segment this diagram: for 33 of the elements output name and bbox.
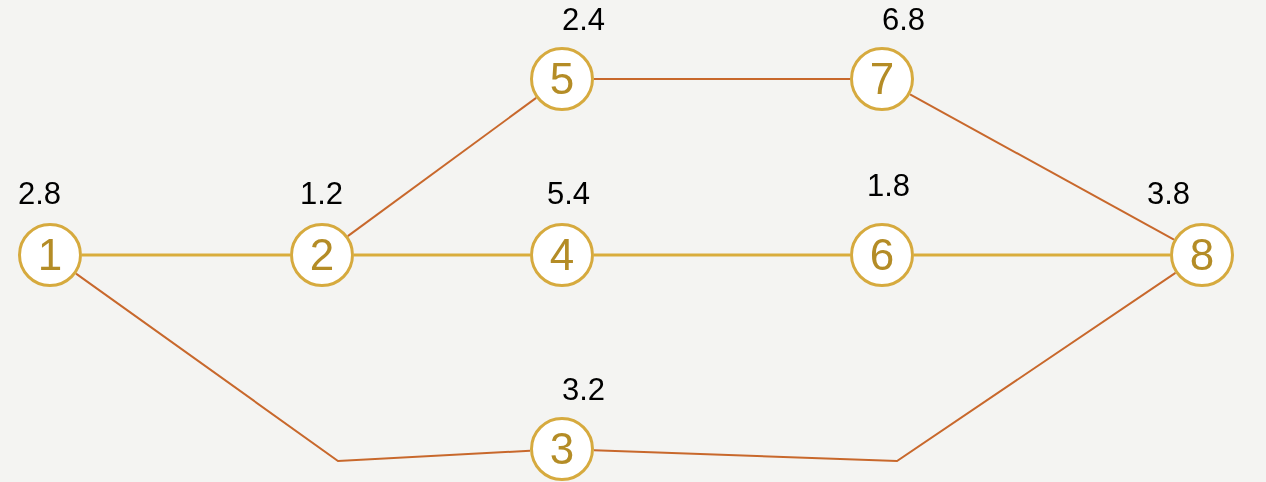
connector-line xyxy=(594,253,850,257)
node-circle xyxy=(1170,223,1234,287)
duration-label: 2.8 xyxy=(18,178,62,209)
connector-line xyxy=(354,253,530,257)
connector-line xyxy=(593,78,851,80)
node-number: 6 xyxy=(869,233,895,277)
connector-line xyxy=(346,96,538,238)
node-number: 3 xyxy=(549,427,575,471)
node-circle xyxy=(850,47,914,111)
node-circle xyxy=(850,223,914,287)
duration-label: 6.8 xyxy=(882,4,926,35)
connector-line xyxy=(593,271,1177,462)
node-circle xyxy=(290,223,354,287)
connector-line xyxy=(909,93,1175,241)
connector-line xyxy=(82,253,290,257)
node-number: 7 xyxy=(869,57,895,101)
duration-label: 1.8 xyxy=(867,170,911,201)
duration-label: 2.4 xyxy=(562,4,606,35)
node-number: 2 xyxy=(309,233,335,277)
node-number: 1 xyxy=(37,233,63,277)
duration-label: 1.2 xyxy=(300,178,344,209)
node-circle xyxy=(530,223,594,287)
node-circle xyxy=(530,417,594,481)
duration-label: 3.2 xyxy=(562,374,606,405)
node-number: 8 xyxy=(1189,233,1215,277)
duration-label: 5.4 xyxy=(547,178,591,209)
duration-label: 3.8 xyxy=(1147,178,1191,209)
node-circle xyxy=(530,47,594,111)
connector-line xyxy=(75,272,532,462)
node-circle xyxy=(18,223,82,287)
node-number: 4 xyxy=(549,233,575,277)
node-number: 5 xyxy=(549,57,575,101)
connector-line xyxy=(914,253,1170,257)
